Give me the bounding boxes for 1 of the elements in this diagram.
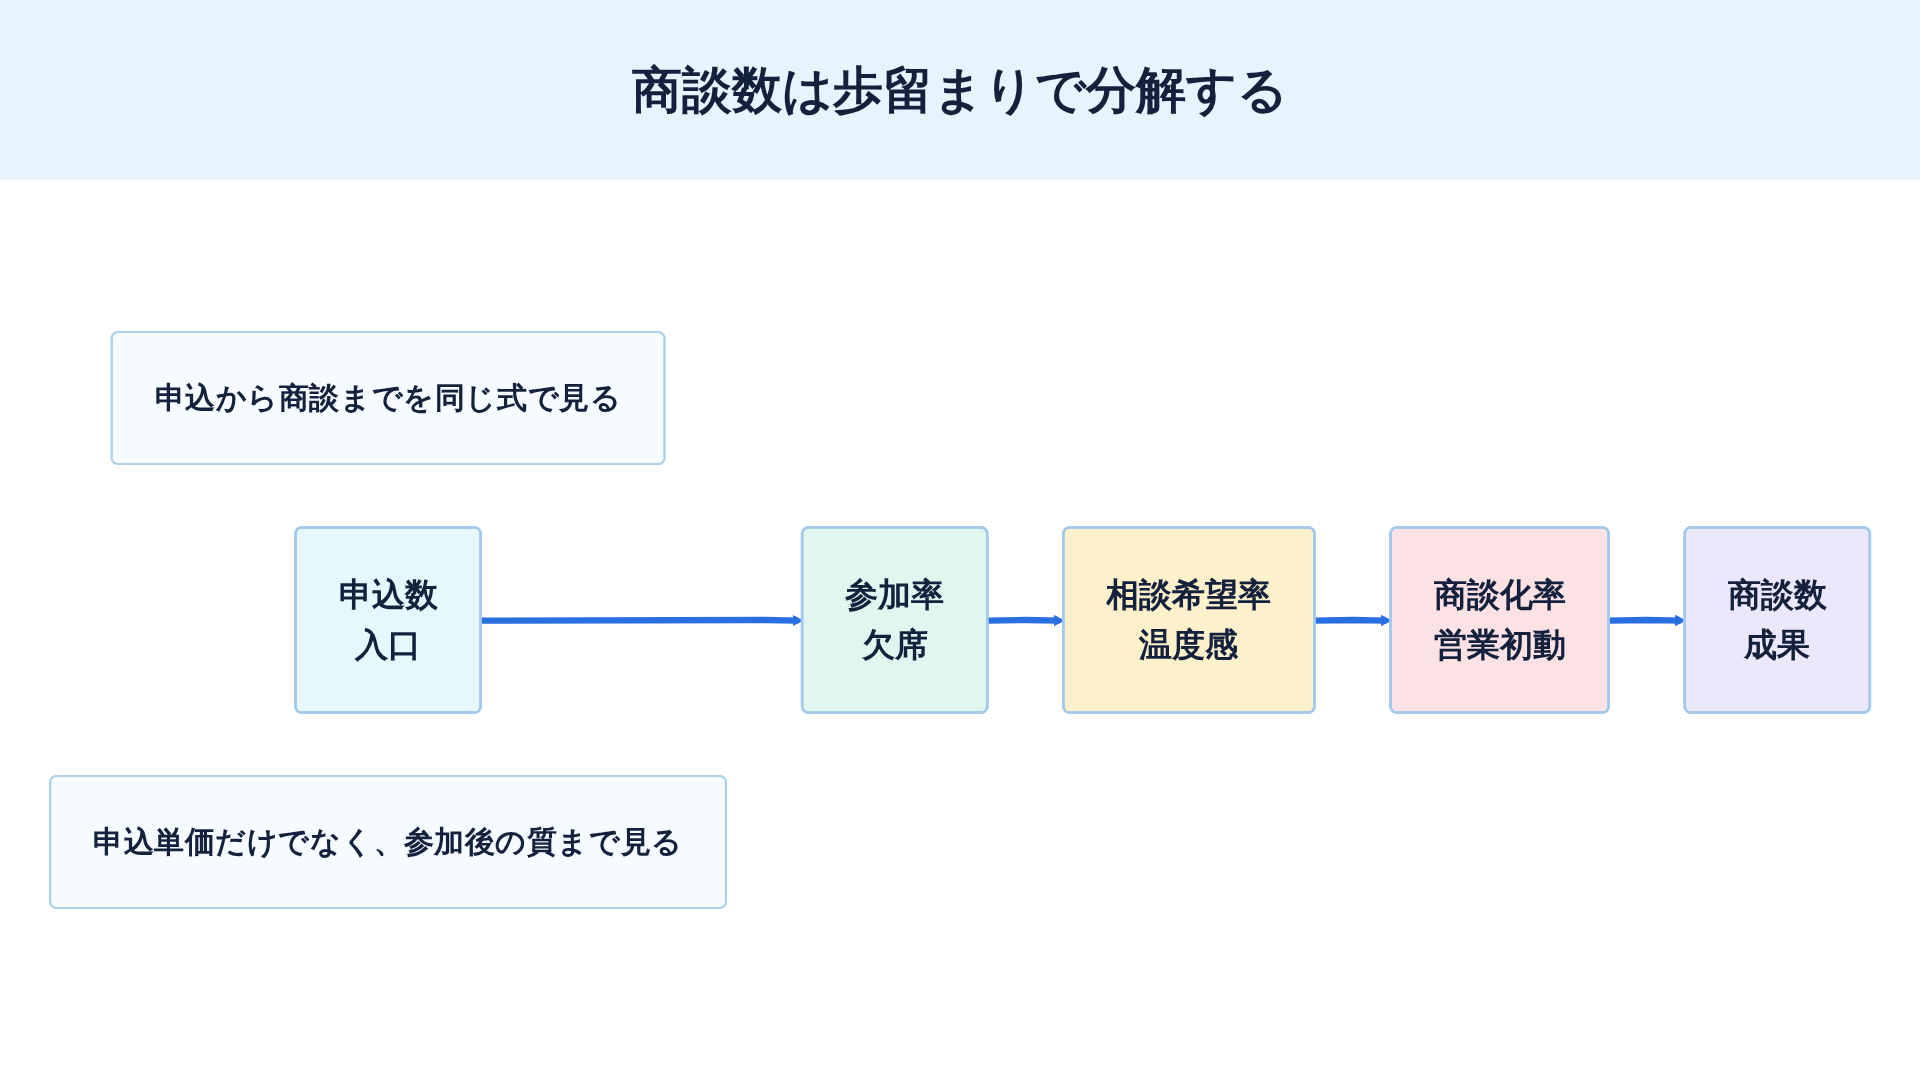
title: 商談数は歩留まりで分解する — [632, 59, 1288, 121]
